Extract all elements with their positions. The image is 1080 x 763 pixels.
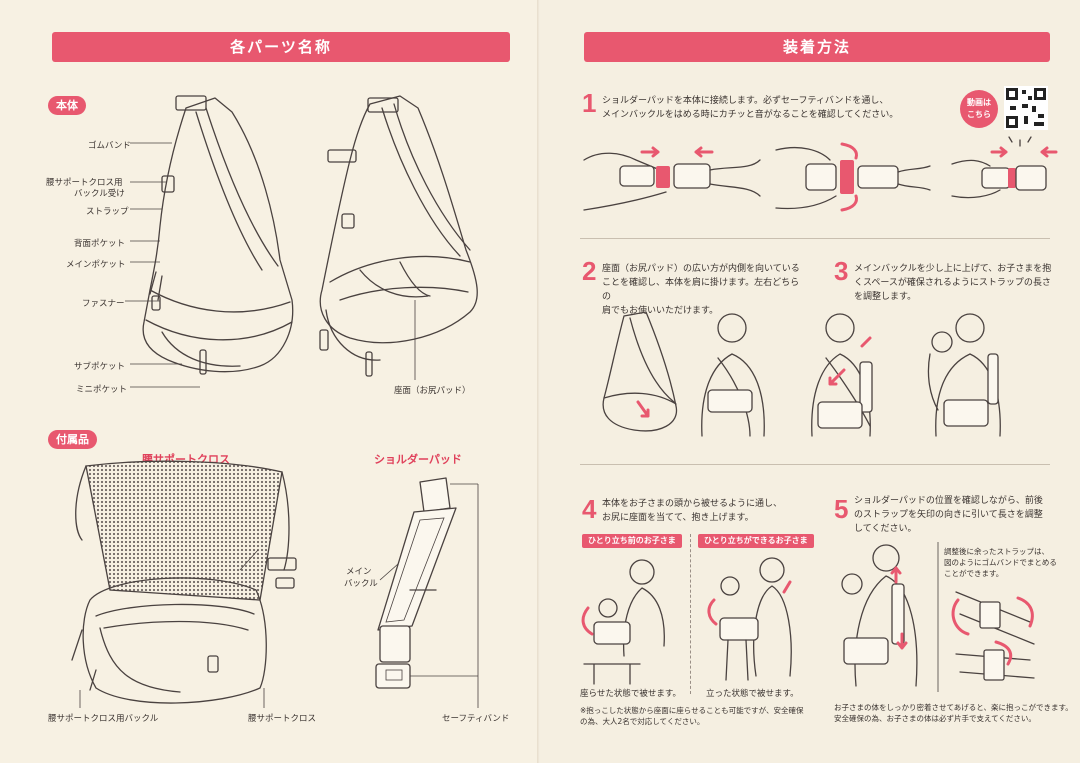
step-2-text: 座面（お尻パッド）の広い方が内側を向いている ことを確認し、本体を肩に掛けます。… <box>602 262 802 318</box>
divider-2 <box>580 464 1050 465</box>
label-gomu: ゴムバンド <box>88 141 131 151</box>
strap-note: 調整後に余ったストラップは、 図のようにゴムバンドでまとめる ことができます。 <box>944 546 1060 579</box>
label-safety-band: セーフティバンド <box>442 714 510 724</box>
step-5-line-3: してください。 <box>854 524 917 534</box>
step-3-number: 3 <box>834 256 849 286</box>
divider-1 <box>580 238 1050 239</box>
step-5-note: お子さまの体をしっかり密着させてあげると、楽に抱っこができます。 安全確保の為、… <box>834 702 1074 724</box>
label-fastener: ファスナー <box>82 299 125 309</box>
label-cross-buckle: 腰サポートクロス用バックル <box>48 714 159 724</box>
step-5-note-1: お子さまの体をしっかり密着させてあげると、楽に抱っこができます。 <box>834 703 1073 712</box>
caption-stand: 立った状態で被せます。 <box>706 689 799 699</box>
video-bubble: 動画は こちら <box>960 90 998 128</box>
label-buckle-recv-1: 腰サポートクロス用 <box>46 178 123 188</box>
step-3-line-2: くスペースが確保されるようにストラップの長さ <box>854 278 1051 288</box>
parts-banner: 各パーツ名称 <box>52 32 510 62</box>
step-1-number: 1 <box>582 88 597 118</box>
label-buckle-recv-2: バックル受け <box>74 189 125 199</box>
label-main-buckle-2: バックル <box>344 579 378 589</box>
strap-note-3: ことができます。 <box>944 569 1004 578</box>
tag-before-walking: ひとり立ち前のお子さま <box>582 534 682 548</box>
left-page: 各パーツ名称 本体 ゴムバンド 腰サポートクロス用 バックル受け ストラップ 背… <box>46 32 510 724</box>
step-4-line-1: 本体をお子さまの頭から被せるように通し、 <box>602 499 783 509</box>
step-5-note-2: 安全確保の為、お子さまの体は必ず片手で支えてください。 <box>834 714 1036 723</box>
step-2-line-2: ことを確認し、本体を肩に掛けます。左右どちらの <box>602 278 800 302</box>
tag-can-walk: ひとり立ちができるお子さま <box>698 534 814 548</box>
bag-body-illustration <box>125 95 478 388</box>
label-back-pocket: 背面ポケット <box>74 239 126 249</box>
label-cross: 腰サポートクロス <box>248 714 317 724</box>
step-5-illustration <box>841 542 1035 692</box>
step-4-line-2: お尻に座面を当てて、抱き上げます。 <box>602 513 754 523</box>
buckle-connect-illustration <box>583 136 1058 212</box>
qr-code-icon[interactable] <box>1004 86 1048 130</box>
step-5-number: 5 <box>834 494 849 524</box>
right-page: 装着方法 動画は こちら 1 ショルダーパッドを本体に接続します。必ずセーフティ… <box>540 0 1080 763</box>
label-strap: ストラップ <box>86 207 129 217</box>
step-4-note-2: の為、大人2名で対応してください。 <box>580 717 705 726</box>
label-seat: 座面（お尻パッド） <box>394 386 471 396</box>
step-3-line-3: を調整します。 <box>854 292 917 302</box>
step-5-text: ショルダーパッドの位置を確認しながら、前後 のストラップを矢印の向きに引いて長さ… <box>854 494 1064 536</box>
step-4-number: 4 <box>582 494 597 524</box>
caption-sit: 座らせた状態で被せます。 <box>580 689 681 699</box>
step-1-text: ショルダーパッドを本体に接続します。必ずセーフティバンドを通し、 メインバックル… <box>602 94 962 122</box>
step-5-line-2: のストラップを矢印の向きに引いて長さを調整 <box>854 510 1043 520</box>
step-3-text: メインバックルを少し上に上げて、お子さまを抱 くスペースが確保されるようにストラ… <box>854 262 1064 304</box>
acc-title-shoulder: ショルダーパッド <box>374 453 462 466</box>
section-body-pill: 本体 <box>48 96 86 115</box>
howto-banner: 装着方法 <box>584 32 1050 62</box>
steps-2-3-illustration <box>602 311 1001 437</box>
step-2-line-3: 肩でもお使いいただけます。 <box>602 306 719 316</box>
step-4-illustration <box>581 557 792 685</box>
step-2-line-1: 座面（お尻パッド）の広い方が内側を向いている <box>602 264 800 274</box>
step-4-split <box>690 534 691 694</box>
label-sub-pocket: サブポケット <box>74 362 126 372</box>
video-text-2: こちら <box>967 110 991 119</box>
label-main-pocket: メインポケット <box>66 260 126 270</box>
step-1-line-1: ショルダーパッドを本体に接続します。必ずセーフティバンドを通し、 <box>602 96 889 106</box>
label-main-buckle-1: メイン <box>346 567 372 577</box>
step-4-note: ※抱っこした状態から座面に座らせることも可能ですが、安全確保 の為、大人2名で対… <box>580 705 820 727</box>
section-acc-pill: 付属品 <box>48 430 97 449</box>
video-text-1: 動画は <box>967 98 991 107</box>
step-4-text: 本体をお子さまの頭から被せるように通し、 お尻に座面を当てて、抱き上げます。 <box>602 497 812 525</box>
label-mini-pocket: ミニポケット <box>76 385 128 395</box>
step-1-line-2: メインバックルをはめる時にカチッと音がなることを確認してください。 <box>602 110 899 120</box>
shoulder-pad-drawing <box>375 477 457 689</box>
step-5-line-1: ショルダーパッドの位置を確認しながら、前後 <box>854 496 1043 506</box>
strap-note-2: 図のようにゴムバンドでまとめる <box>944 558 1057 567</box>
accessories-illustration <box>71 460 479 708</box>
step-3-line-1: メインバックルを少し上に上げて、お子さまを抱 <box>854 264 1052 274</box>
step-2-number: 2 <box>582 256 597 286</box>
strap-note-1: 調整後に余ったストラップは、 <box>944 547 1049 556</box>
step-4-note-1: ※抱っこした状態から座面に座らせることも可能ですが、安全確保 <box>580 706 804 715</box>
